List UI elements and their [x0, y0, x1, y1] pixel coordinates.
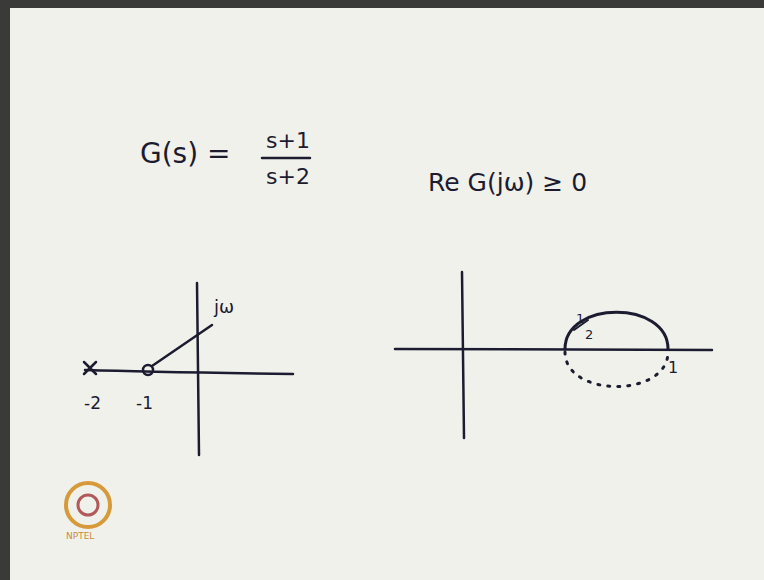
- tick-label: 1: [668, 360, 678, 376]
- fraction-digit: 2: [585, 328, 593, 341]
- logo-text: NPTEL: [66, 532, 94, 541]
- condition-text: Re G(jω) ≥ 0: [428, 170, 587, 195]
- pole-mark: [84, 362, 96, 374]
- axis-label: jω: [214, 298, 234, 316]
- denominator-text: s+2: [266, 166, 310, 188]
- real-axis: [395, 349, 712, 350]
- semicircle-solid: [565, 312, 668, 349]
- semicircle-dotted: [565, 352, 668, 387]
- real-axis: [85, 370, 293, 374]
- formula-text: G(s) =: [140, 140, 231, 168]
- tick-label: -2: [84, 395, 101, 412]
- tick-label: -1: [136, 395, 153, 412]
- paper-ground: [10, 8, 764, 580]
- logo-mark: [66, 483, 110, 527]
- numerator-text: s+1: [266, 130, 310, 152]
- fraction-bar: [262, 157, 310, 160]
- vector-line: [152, 325, 212, 366]
- fraction-digit: 1: [576, 312, 584, 325]
- imag-axis: [197, 283, 199, 455]
- imag-axis: [462, 272, 464, 438]
